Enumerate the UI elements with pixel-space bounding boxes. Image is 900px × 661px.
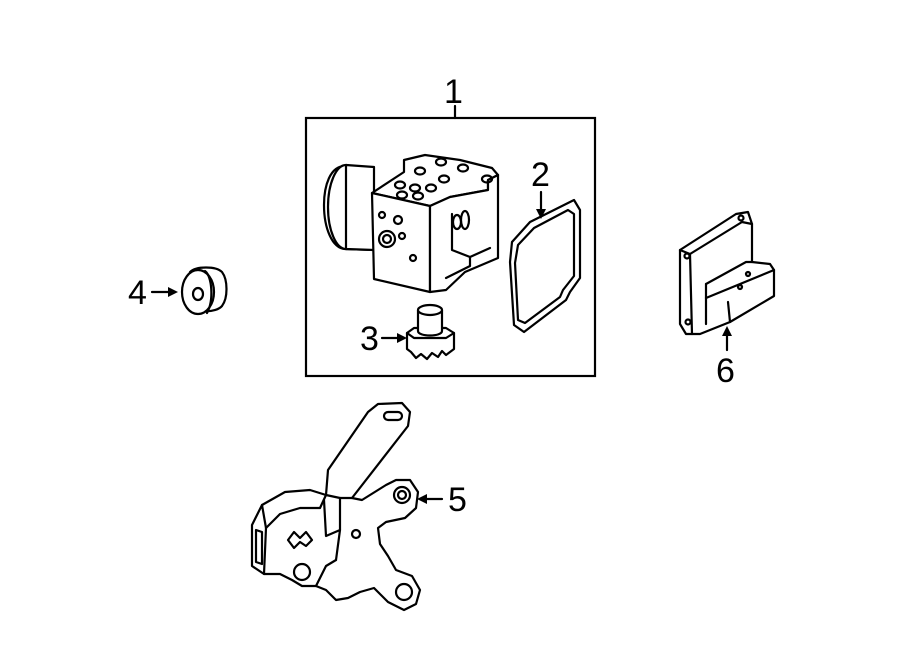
grommet-part[interactable] (180, 266, 228, 316)
callout-2-label: 2 (531, 156, 550, 194)
callout-5-arrow-icon (417, 494, 427, 504)
callout-5[interactable]: 5 (417, 481, 467, 519)
callout-3-label: 3 (360, 320, 379, 358)
callout-1-label: 1 (444, 73, 463, 111)
callout-5-label: 5 (448, 481, 467, 519)
callout-2[interactable]: 2 (531, 156, 550, 219)
callout-4-label: 4 (128, 274, 147, 312)
sensor-plug-part[interactable] (405, 303, 456, 361)
callout-6[interactable]: 6 (716, 326, 735, 390)
callout-1[interactable]: 1 (444, 73, 463, 120)
callout-6-label: 6 (716, 352, 735, 390)
abs-modulator-part[interactable] (322, 153, 500, 294)
callout-2-arrow-icon (536, 209, 546, 219)
gasket-part[interactable] (508, 198, 582, 334)
callout-6-arrow-icon (722, 326, 732, 336)
control-module-part[interactable] (678, 210, 776, 336)
assembly-box (304, 116, 597, 378)
callout-3-arrow-icon (397, 333, 407, 343)
callout-3[interactable]: 3 (360, 320, 407, 358)
callout-4-arrow-icon (168, 287, 178, 297)
callout-4[interactable]: 4 (128, 274, 178, 312)
mounting-bracket-part[interactable] (250, 401, 422, 612)
